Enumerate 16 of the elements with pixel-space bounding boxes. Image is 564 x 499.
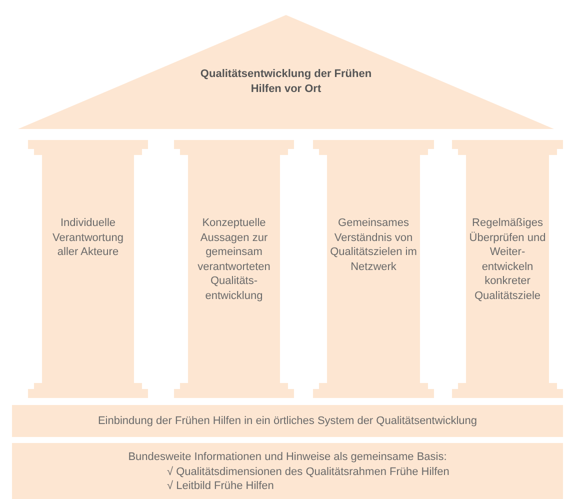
node-text: Konzeptuelle Aussagen zur gemeinsam verantworteten Qualitäts- entwicklung: [196, 216, 272, 303]
node-text: Einbindung der Frühen Hilfen in ein örtliches System der Qualitätsentwicklung: [96, 414, 478, 428]
node-text: Regelmäßiges Überprüfen und Weiter- entwickeln konkreter Qualitätsziele: [468, 216, 547, 303]
pillar-column: [313, 140, 434, 398]
pillar-column: [452, 140, 563, 398]
pillar-column: [174, 140, 294, 398]
roof-triangle: [18, 15, 554, 129]
roof-title: Qualitätsentwicklung der Frühen Hilfen vor Ort: [199, 67, 373, 96]
node-text: Gemeinsames Verständnis von Qualitätszielen im Netzwerk: [329, 216, 418, 274]
band-box: [12, 405, 563, 437]
list-item: √ Leitbild Frühe Hilfen: [166, 479, 275, 494]
pillar-column: [28, 140, 148, 398]
base-heading: Bundesweite Informationen und Hinweise als gemeinsame Basis:: [127, 450, 448, 464]
node-text: Individuelle Verantwortung aller Akteure: [52, 216, 124, 260]
base-box: [12, 443, 563, 499]
list-item: √ Qualitätsdimensionen des Qualitätsrahmen Frühe Hilfen: [166, 464, 450, 479]
